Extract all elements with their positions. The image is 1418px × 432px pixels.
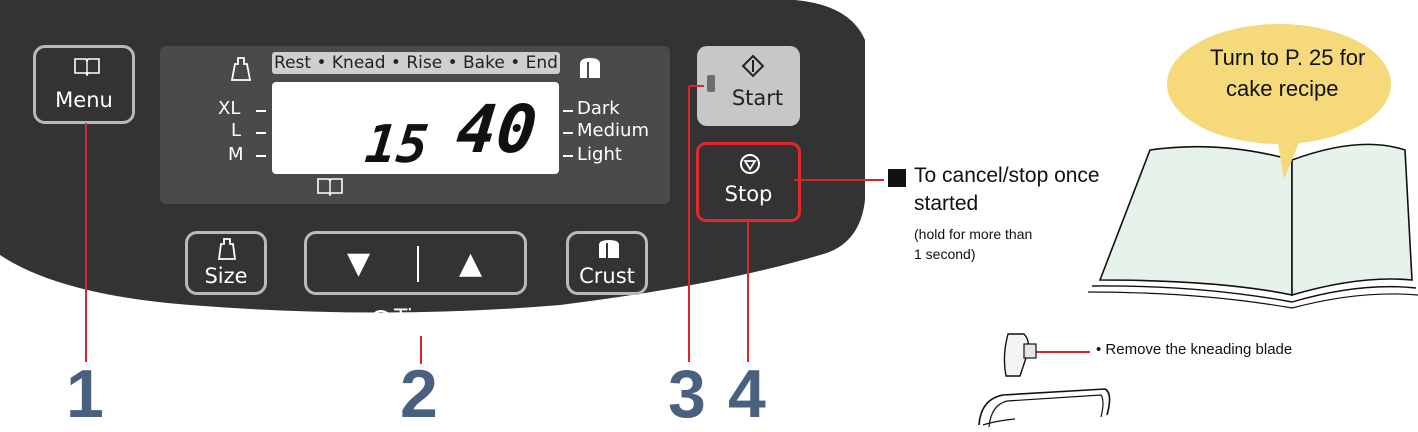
callout-1: 1 — [66, 356, 104, 432]
start-indicator-light — [707, 75, 715, 92]
crust-level-dark: Dark — [577, 98, 620, 119]
start-diamond-icon — [741, 54, 765, 78]
bread-icon — [599, 240, 619, 258]
stop-note-line1: To cancel/stop once — [914, 164, 1100, 187]
program-progress-bar: Rest • Knead • Rise • Bake • End — [272, 52, 560, 74]
size-level-ticks — [256, 110, 266, 157]
book-icon — [74, 58, 100, 76]
book-icon — [317, 178, 343, 196]
weight-icon — [230, 57, 252, 81]
crust-level-ticks — [563, 110, 573, 157]
timer-down-button[interactable]: ▼ — [347, 246, 371, 281]
crust-level-medium: Medium — [577, 120, 649, 141]
crust-button[interactable]: Crust — [566, 231, 648, 295]
stop-circle-icon — [740, 154, 760, 174]
callout-4: 4 — [728, 356, 766, 432]
bread-pan-illustration — [978, 388, 1111, 428]
blade-note: • Remove the kneading blade — [1096, 341, 1293, 358]
stop-note-line2: started — [914, 192, 979, 215]
lcd-digits: 15 40 — [362, 91, 541, 174]
callout-3: 3 — [668, 356, 706, 432]
note-square-bullet — [888, 169, 906, 187]
start-button[interactable]: Start — [697, 46, 800, 126]
stop-button[interactable]: Stop — [703, 148, 794, 216]
bread-icon — [580, 58, 600, 78]
recipe-note-line2: cake recipe — [1226, 76, 1339, 101]
kneading-blade-icon — [1003, 333, 1037, 377]
menu-button-label: Menu — [55, 88, 113, 112]
timer-adjust-button[interactable]: ▼ ▲ — [304, 231, 527, 295]
crust-level-light: Light — [577, 144, 622, 165]
timer-label: Timer — [394, 306, 457, 331]
size-level-l: L — [231, 120, 242, 141]
crust-button-label: Crust — [579, 264, 635, 288]
display-right-value: 40 — [453, 91, 541, 168]
menu-button[interactable]: Menu — [33, 45, 135, 124]
stop-note-detail-line1: (hold for more than — [914, 226, 1033, 242]
stop-highlight-frame — [696, 142, 801, 222]
size-button-label: Size — [204, 264, 248, 288]
timer-up-button[interactable]: ▲ — [459, 246, 483, 281]
speech-bubble — [1167, 24, 1391, 180]
size-button[interactable]: Size — [185, 231, 267, 295]
lcd-screen — [272, 82, 559, 174]
size-level-m: M — [228, 144, 244, 165]
open-book-illustration — [1087, 143, 1418, 309]
size-level-xl: XL — [218, 98, 241, 119]
weight-icon — [217, 238, 237, 260]
stop-button-label: Stop — [724, 182, 773, 206]
recipe-note-line1: Turn to P. 25 for — [1210, 45, 1366, 70]
start-button-label: Start — [731, 86, 784, 110]
callout-2: 2 — [400, 356, 438, 432]
clock-icon — [370, 310, 392, 332]
stop-note-detail-line2: 1 second) — [914, 246, 976, 262]
display-left-value: 15 — [362, 115, 431, 174]
timer-divider — [417, 246, 419, 282]
